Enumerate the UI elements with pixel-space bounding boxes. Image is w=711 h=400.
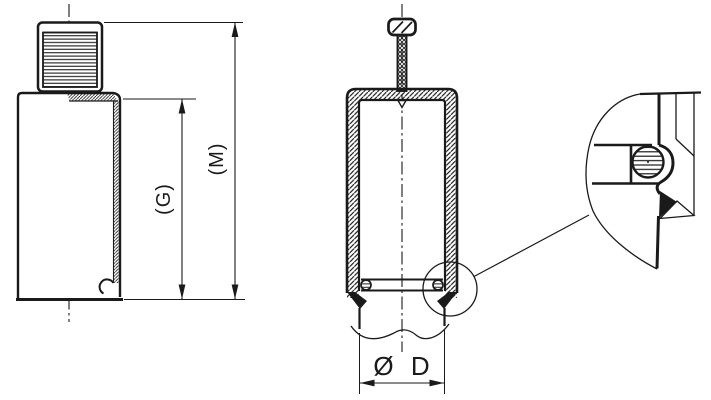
retaining-ring-left: [360, 279, 372, 291]
detail-wall-wrap: [655, 143, 675, 195]
break-line: [350, 323, 450, 340]
rim-hatch-band: [67, 93, 118, 101]
detail-boundary: [585, 93, 658, 270]
detail-callout-circle: [422, 261, 478, 317]
dimension-g-m: (G) (M): [104, 22, 245, 300]
detail-wall-wedge: [659, 191, 677, 218]
screw-head: [387, 17, 417, 37]
dim-m-label: (M): [206, 143, 228, 176]
screw-shaft: [396, 34, 408, 92]
arrow-d-left: [360, 379, 375, 387]
dim-d-label: Ø D: [373, 351, 434, 381]
detail-leader-line: [473, 214, 590, 278]
detail-top-edge: [639, 91, 702, 96]
cap-outer-outline: [345, 87, 459, 293]
screw-tip: [396, 99, 408, 109]
arrow-g-bottom: [178, 284, 186, 299]
knurl-texture: [42, 31, 98, 88]
detail-wall-lower: [655, 215, 660, 269]
arrow-m-top: [231, 22, 239, 37]
detail-bottom-wedge-outline: [658, 200, 696, 220]
crimp-right: [437, 292, 457, 309]
arrow-d-right: [429, 379, 444, 387]
side-view: [16, 4, 123, 322]
seam-strip: [113, 101, 119, 283]
crimp-left: [347, 292, 367, 309]
section-view: [345, 4, 590, 352]
dimension-d: Ø D: [359, 330, 445, 394]
cap-body-outline: [16, 91, 122, 299]
detail-chamfer-line: [675, 138, 695, 157]
detail-view: [585, 91, 702, 270]
retaining-ring-right: [432, 279, 444, 291]
arrow-m-bottom: [231, 284, 239, 299]
screw-head-slash: [391, 20, 413, 34]
arrow-g-top: [178, 99, 186, 114]
rolled-edge-curl: [98, 278, 115, 295]
dim-g-label: (G): [153, 183, 175, 215]
detail-ring-center-mark: [647, 161, 649, 163]
